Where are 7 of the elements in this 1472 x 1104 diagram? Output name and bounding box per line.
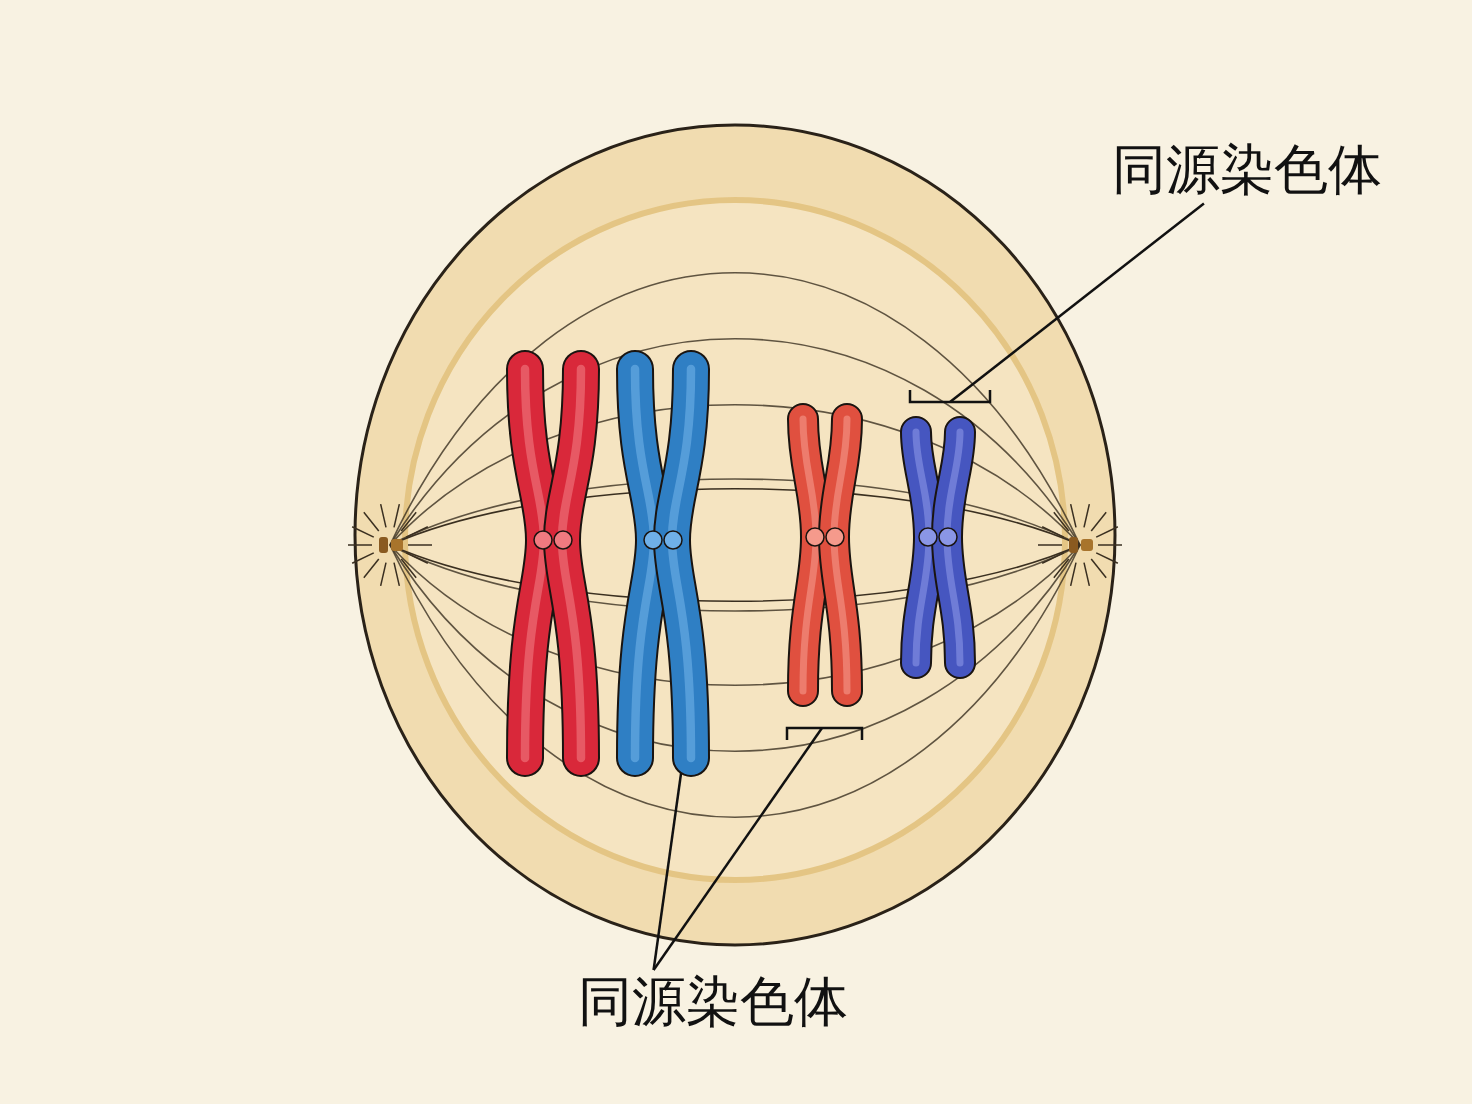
leader-line <box>949 202 1205 403</box>
callout-label: 同源染色体 <box>578 972 848 1032</box>
chromosome-drawing <box>900 390 992 679</box>
chromosome-drawing <box>616 350 710 777</box>
chromosome-drawing <box>785 403 864 740</box>
callout-label: 同源染色体 <box>1112 140 1382 200</box>
leader-line <box>652 727 824 971</box>
